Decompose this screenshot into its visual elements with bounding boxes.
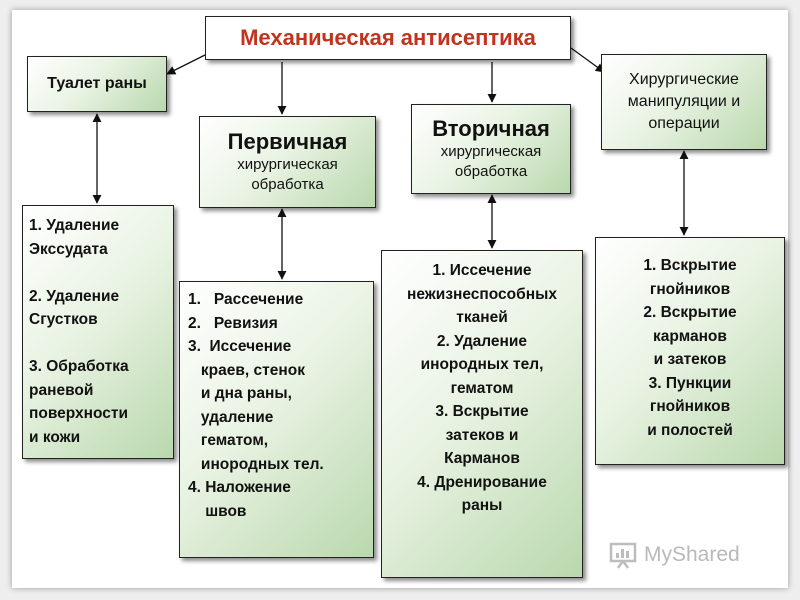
list-item: гематом xyxy=(450,379,514,397)
primary-list: 1. Рассечение 2. Ревизия 3. Иссечение кр… xyxy=(179,281,374,558)
primary-sub-1: хирургическая xyxy=(237,156,338,173)
surgical-list: 1. Вскрытие гнойников 2. Вскрытие карман… xyxy=(595,237,785,465)
list-item: краев, стенок xyxy=(188,361,305,379)
watermark-text: MyShared xyxy=(644,543,740,566)
primary-sub-2: обработка xyxy=(251,176,324,193)
list-item: и затеков xyxy=(653,351,727,368)
list-item: 3. Пункции xyxy=(648,374,732,392)
toilet-label: Туалет раны xyxy=(47,75,147,92)
primary-title: Первичная xyxy=(227,129,348,154)
list-item: гнойников xyxy=(649,398,731,415)
list-item: 2. Ревизия xyxy=(188,314,278,332)
list-item: 3. Иссечение xyxy=(188,338,292,355)
surgical-line-3: операции xyxy=(648,115,720,132)
surgical-line-2: манипуляции и xyxy=(627,93,741,110)
watermark: MyShared xyxy=(608,538,740,572)
list-item: 3. Обработка xyxy=(29,358,129,375)
list-item: тканей xyxy=(456,309,508,326)
list-item: Карманов xyxy=(444,450,520,467)
secondary-title: Вторичная xyxy=(432,116,550,141)
list-item: 1. Удаление xyxy=(29,217,120,234)
list-item: нежизнеспособных xyxy=(407,285,557,303)
list-item xyxy=(29,261,173,285)
secondary-box: Вторичная хирургическая обработка xyxy=(411,104,571,194)
title-box: Механическая антисептика xyxy=(205,16,571,60)
list-item: Экссудата xyxy=(29,240,108,258)
list-item: и дна раны, xyxy=(188,385,292,402)
list-item: 1. Иссечение xyxy=(432,262,532,279)
list-item: швов xyxy=(188,502,247,520)
list-item: 4. Дренирование xyxy=(417,473,547,491)
list-item: Сгустков xyxy=(29,311,98,328)
diagram-title: Механическая антисептика xyxy=(240,25,536,50)
list-item: раневой xyxy=(29,381,94,399)
list-item: гнойников xyxy=(649,280,731,298)
toilet-list: 1. Удаление Экссудата 2. Удаление Сгустк… xyxy=(22,205,174,459)
toilet-box: Туалет раны xyxy=(27,56,167,112)
list-item xyxy=(29,332,173,356)
list-item: и кожи xyxy=(29,428,81,446)
list-item: раны xyxy=(461,497,503,514)
list-item: 2. Вскрытие xyxy=(643,304,737,321)
presentation-icon xyxy=(609,542,637,569)
list-item: инородных тел. xyxy=(188,455,324,473)
list-item: 2. Удаление xyxy=(436,332,528,350)
secondary-sub-2: обработка xyxy=(454,163,528,180)
list-item: гематом, xyxy=(188,432,269,449)
list-item: 1. Рассечение xyxy=(188,291,304,308)
list-item: удаление xyxy=(188,408,274,426)
list-item: 4. Наложение xyxy=(188,479,291,496)
surgical-line-1: Хирургические xyxy=(629,71,739,88)
list-item: 3. Вскрытие xyxy=(435,403,529,420)
list-item: поверхности xyxy=(29,405,129,422)
secondary-sub-1: хирургическая xyxy=(440,143,542,160)
primary-box: Первичная хирургическая обработка xyxy=(199,116,376,208)
list-item: инородных тел, xyxy=(420,356,544,373)
secondary-list: 1. Иссечение нежизнеспособных тканей 2. … xyxy=(381,250,583,578)
list-item: 1. Вскрытие xyxy=(643,257,737,274)
list-item: карманов xyxy=(653,327,727,345)
list-item: и полостей xyxy=(647,421,733,439)
surgical-box: Хирургические манипуляции и операции xyxy=(601,54,767,150)
list-item: затеков и xyxy=(445,426,519,444)
list-item: 2. Удаление xyxy=(29,287,120,305)
